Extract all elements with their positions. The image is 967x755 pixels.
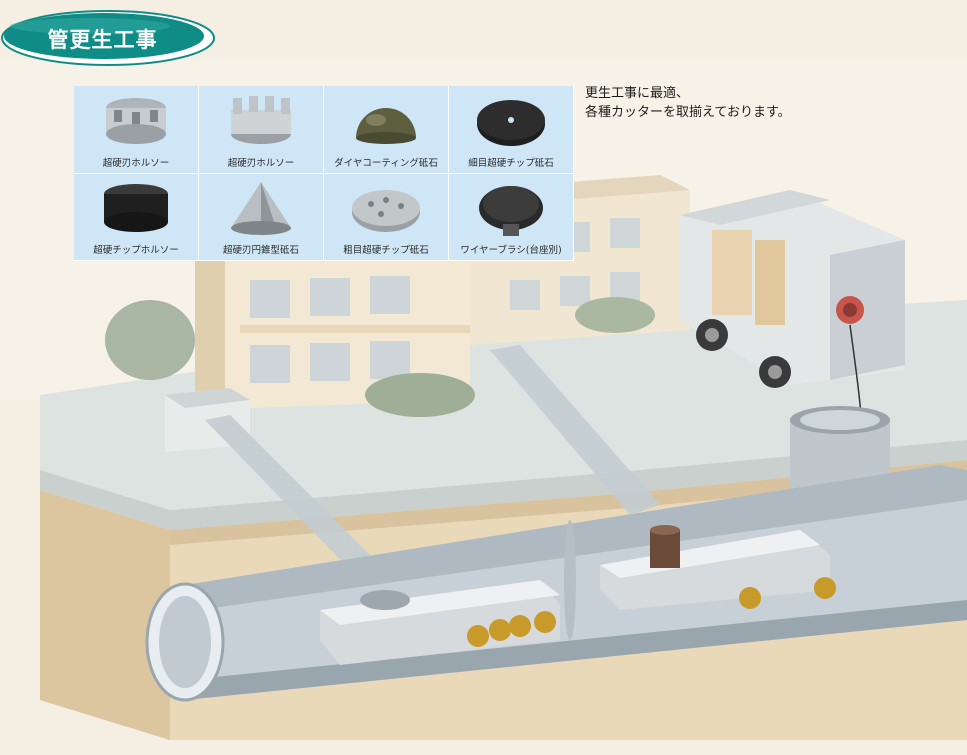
cutter-tool-grid: 超硬刃ホルソー 超硬刃ホルソー ダイヤコーティング砥石 細目超硬チップ砥石: [74, 86, 574, 261]
cutter-robot-rear: [600, 525, 836, 610]
shrubbery: [105, 297, 655, 417]
tool-label: ダイヤコーティング砥石: [334, 157, 438, 169]
tool-label: 超硬刃ホルソー: [102, 157, 170, 169]
tool-label: ワイヤーブラシ(台座別): [460, 245, 562, 256]
wire-brush-icon: [479, 185, 543, 236]
tool-cell: 粗目超硬チップ砥石: [324, 173, 449, 261]
diamond-dome-icon: [356, 108, 416, 144]
caption-line-2: 各種カッターを取揃えております。: [585, 105, 791, 120]
tool-cell: ダイヤコーティング砥石: [324, 86, 449, 174]
page-title: 管更生工事: [47, 28, 158, 52]
tool-label: 細目超硬チップ砥石: [468, 157, 554, 169]
lateral-pipes: [205, 345, 660, 575]
coarse-grit-wheel-icon: [352, 189, 420, 232]
tool-label: 超硬刃ホルソー: [227, 157, 295, 169]
tool-label: 粗目超硬チップ砥石: [343, 245, 429, 256]
fine-grit-wheel-icon: [477, 100, 545, 146]
tool-cell: 超硬チップホルソー: [74, 173, 199, 261]
cutter-robot-front: [320, 580, 560, 665]
tool-cell: ワイヤーブラシ(台座別): [449, 173, 574, 261]
tool-cell: 超硬刃ホルソー: [74, 86, 199, 174]
tool-label: 超硬チップホルソー: [93, 245, 179, 256]
inspection-truck: [680, 190, 905, 589]
hole-saw-icon: [106, 98, 166, 144]
cone-cutter-icon: [231, 181, 291, 235]
caption: 更生工事に最適、 各種カッターを取揃えております。: [585, 84, 791, 122]
tipped-hole-saw-icon: [104, 183, 168, 232]
tool-cell: 超硬刃ホルソー: [199, 86, 324, 174]
crown-cutter-icon: [231, 96, 291, 144]
tool-label: 超硬刃円錐型砥石: [222, 245, 299, 256]
caption-line-1: 更生工事に最適、: [585, 86, 690, 101]
tool-cell: 超硬刃円錐型砥石: [199, 173, 324, 261]
title-badge-shape: [1, 10, 215, 66]
tool-cell: 細目超硬チップ砥石: [449, 86, 574, 174]
